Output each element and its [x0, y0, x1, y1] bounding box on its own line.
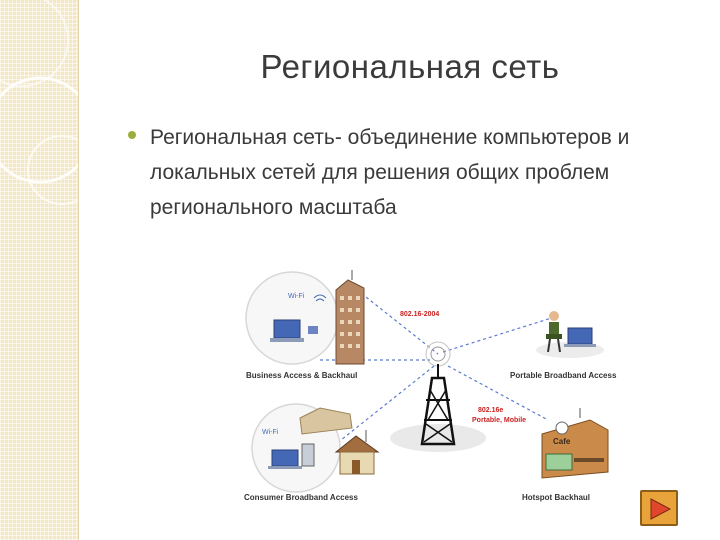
- network-diagram: Wi-Fi Business Access & Backhaul: [240, 268, 620, 508]
- hotspot-node: Cafe: [541, 408, 609, 479]
- network-diagram-svg: Wi-Fi Business Access & Backhaul: [244, 270, 617, 502]
- std-802-16e: 802.16e: [478, 407, 503, 414]
- bullet-dot-icon: [128, 131, 136, 139]
- hotspot-label: Hotspot Backhaul: [522, 493, 590, 502]
- wifi-label-2: Wi-Fi: [262, 429, 279, 436]
- slide-title: Региональная сеть: [260, 48, 560, 85]
- decorative-side-strip: [0, 0, 79, 540]
- business-access-label: Business Access & Backhaul: [246, 371, 357, 380]
- next-slide-button[interactable]: [640, 490, 678, 526]
- central-tower: [390, 341, 486, 452]
- portable-access-node: [536, 311, 604, 358]
- side-circles-decoration: [0, 0, 78, 205]
- bullet-text: Региональная сеть- объединение компьютер…: [150, 126, 630, 219]
- business-access-node: Wi-Fi: [245, 270, 365, 365]
- portable-access-label: Portable Broadband Access: [510, 371, 617, 380]
- std-802-16-2004: 802.16-2004: [400, 311, 439, 318]
- consumer-access-label: Consumer Broadband Access: [244, 493, 359, 502]
- play-triangle-icon: [650, 498, 672, 520]
- consumer-access-node: Wi-Fi: [251, 403, 380, 493]
- std-portable-mobile: Portable, Mobile: [472, 417, 526, 424]
- wifi-label-1: Wi-Fi: [288, 293, 305, 300]
- cafe-sign: Cafe: [553, 437, 571, 446]
